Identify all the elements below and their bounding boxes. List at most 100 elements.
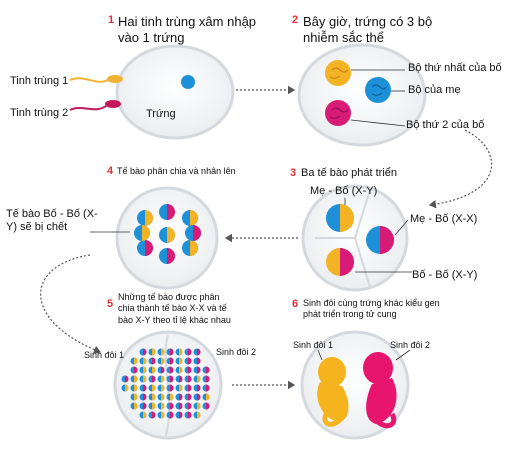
small-cell [166,411,174,419]
small-cell [193,375,201,383]
small-cell [202,366,210,374]
small-cell [157,366,165,374]
small-cell [139,393,147,401]
small-cell [157,348,165,356]
arrow-2-3 [428,129,493,209]
small-cell [166,393,174,401]
small-cell [175,348,183,356]
mother-set [365,77,391,103]
small-cell [139,375,147,383]
small-cell [157,375,165,383]
small-cell [175,375,183,383]
sperm-1 [69,75,123,83]
small-cell [130,375,138,383]
step-6-number: 6 [292,298,299,310]
twin-1-label-step6: Sinh đôi 1 [293,340,334,350]
small-cell [193,384,201,392]
father2-set [325,100,351,126]
mini-cell [182,210,198,226]
small-cell [148,357,156,365]
mini-cell [159,227,175,243]
small-cell [175,411,183,419]
cell-mf-xy-label: Mẹ - Bố (X-Y) [310,185,378,197]
mini-cell [159,204,175,220]
step-5-number: 5 [107,298,114,310]
small-cell [157,384,165,392]
twin-fetuses-step6 [300,330,410,440]
small-cell [193,348,201,356]
twin-1-label-step5: Sinh đôi 1 [84,350,125,360]
step-6-caption: Sinh đôi cùng trứng khác kiểu gen phát t… [303,298,440,320]
step-3-number: 3 [290,167,297,179]
egg-cell-step1 [115,44,235,140]
small-cell [184,384,192,392]
egg-label: Trứng [146,108,176,120]
small-cell [148,393,156,401]
small-cell [184,393,192,401]
step-2-caption: Bây giờ, trứng có 3 bộ nhiễm sắc thể [303,14,433,45]
small-cell [148,348,156,356]
small-cell [166,384,174,392]
small-cell [175,384,183,392]
mother-set-label: Bộ của mẹ [408,84,461,96]
small-cell [184,357,192,365]
small-cell [166,375,174,383]
arrow-4-5 [40,254,102,354]
step-2-number: 2 [292,14,299,26]
small-cell [166,402,174,410]
small-cell [193,402,201,410]
father1-set-label: Bộ thứ nhất của bố [408,62,502,74]
small-cell [166,366,174,374]
small-cell [157,402,165,410]
small-cell [121,384,129,392]
small-cell [202,384,210,392]
mini-cell [137,210,153,226]
small-cell [193,366,201,374]
small-cell [175,393,183,401]
cell-mother-father-xy-top [326,204,354,232]
small-cell [139,384,147,392]
fetus-twin-2-xx [363,352,397,429]
father1-set [325,60,351,86]
small-cell [193,357,201,365]
small-cell [184,366,192,374]
small-cell [130,366,138,374]
small-cell [139,402,147,410]
small-cell [148,384,156,392]
dividing-cells-step4 [115,186,219,290]
small-cell [130,402,138,410]
step-5-caption: Những tế bào được phân chia thành tế bào… [118,292,231,325]
sperm-2 [69,100,121,111]
sperm-1-label: Tinh trùng 1 [10,75,69,87]
twin-2-label-step6: Sinh đôi 2 [390,340,431,350]
small-cell [130,357,138,365]
small-cell [139,411,147,419]
small-cell [202,375,210,383]
cell-ff-xy-label: Bố - Bố (X-Y) [412,269,478,281]
small-cell [130,393,138,401]
small-cell [148,375,156,383]
small-cell [157,411,165,419]
small-cell [184,402,192,410]
small-cell [193,411,201,419]
mini-cell [137,240,153,256]
three-cells-step3 [301,184,409,292]
father2-set-label: Bộ thứ 2 của bố [406,119,485,131]
small-cell [121,375,129,383]
small-cell [166,357,174,365]
pointer-father2 [350,119,406,127]
small-cell [157,393,165,401]
small-cell [184,375,192,383]
mini-cell [182,240,198,256]
step-1-caption: Hai tinh trùng xâm nhập vào 1 trứng [118,14,257,45]
small-cell [193,393,201,401]
small-cell [175,402,183,410]
mini-cell [159,248,175,264]
small-cell [148,402,156,410]
small-cell [148,366,156,374]
mini-cell [134,225,150,241]
small-cell [157,357,165,365]
cell-father-father-xy [326,248,354,276]
twin-2-label-step5: Sinh đôi 2 [216,347,257,357]
